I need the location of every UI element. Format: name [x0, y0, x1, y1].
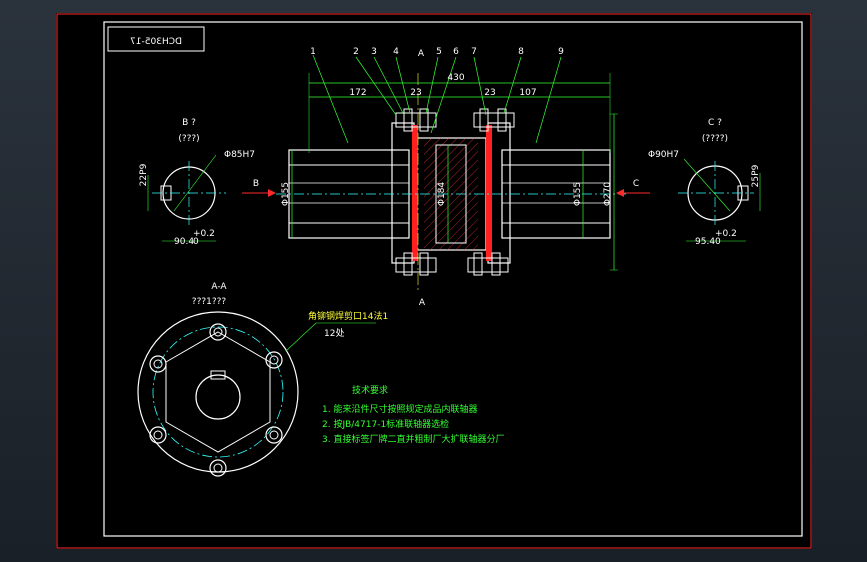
left-diaphragm-pack — [412, 125, 418, 261]
cad-viewport[interactable]: DCH305-17 — [56, 13, 812, 549]
inner-frame — [103, 21, 803, 537]
tech-requirements: 技术要求 1. 能来沿件尺寸按照规定成品内联轴器 2. 按JB/4717-1标准… — [322, 384, 504, 445]
part-number-label: 1 — [310, 47, 316, 57]
part-number-label: 6 — [453, 47, 459, 57]
view-b-subtitle: (???) — [178, 134, 199, 144]
left-flange — [391, 122, 415, 264]
section-aa-title: A-A — [211, 282, 227, 292]
view-c-keyway-depth: 95.4 — [695, 237, 715, 247]
dim-outer-dia: Φ270 — [603, 182, 613, 207]
view-c-bore-fit: Φ90H7 — [648, 150, 679, 160]
view-b-keyway-depth: 90.4 — [174, 237, 194, 247]
part-number-label: 8 — [518, 47, 524, 57]
part-number-label: 3 — [371, 47, 377, 57]
section-mark-top-label: A — [418, 49, 425, 59]
view-b-bore-fit: Φ85H7 — [224, 150, 255, 160]
part-number-label: 5 — [436, 47, 442, 57]
view-arrow-b-label: B — [253, 179, 259, 189]
outer-frame — [56, 13, 812, 549]
dim-gap-right: 23 — [484, 88, 495, 98]
main-section-view — [276, 73, 626, 291]
right-diaphragm-pack — [486, 125, 492, 261]
title-block: DCH305-17 — [107, 26, 205, 52]
section-aa-bolt-circle — [152, 326, 284, 458]
part-number-label: 2 — [353, 47, 359, 57]
horizontal-dimensions: 430 172 23 23 107 — [308, 73, 611, 153]
view-c-subtitle: (????) — [702, 134, 728, 144]
section-aa-view: A-A ???1??? 角铆钢焊剪口14法1 12处 — [137, 282, 388, 477]
view-b-keyway-width: 22P9 — [139, 163, 149, 186]
dim-center-dia: Φ184 — [437, 182, 447, 207]
tech-req-item: 1. 能来沿件尺寸按照规定成品内联轴器 — [322, 403, 477, 415]
dim-right-hub-length: 107 — [519, 88, 536, 98]
section-aa-callout-line1: 角铆钢焊剪口14法1 — [308, 310, 388, 322]
view-arrow-c-label: C — [633, 179, 639, 189]
view-arrow-c: C — [616, 179, 650, 197]
dim-overall-length: 430 — [447, 73, 464, 83]
bolts-bottom — [395, 252, 509, 276]
dim-left-hub-length: 172 — [349, 88, 366, 98]
section-mark-bottom-label: A — [419, 298, 426, 308]
view-c-keyway-tol: +0.2 — [715, 229, 737, 239]
view-b: B ? (???) Φ85H7 22P9 90.4 +0.2 0 — [139, 118, 255, 247]
view-c: C ? (????) Φ90H7 25P9 95.4 +0.2 0 — [648, 118, 761, 247]
section-aa-bolts — [149, 323, 283, 477]
view-b-keyway-tol: +0.2 — [193, 229, 215, 239]
view-c-keyway-width: 25P9 — [751, 164, 761, 187]
part-number-label: 9 — [558, 47, 564, 57]
bolts-top — [395, 108, 515, 132]
section-aa-subtitle: ???1??? — [192, 297, 227, 307]
section-aa-callout-line2: 12处 — [324, 327, 344, 339]
view-c-keyway-tol-low: 0 — [715, 237, 721, 247]
vertical-dimensions: Φ155 Φ184 Φ155 Φ270 — [281, 113, 618, 271]
dim-right-shaft-dia: Φ155 — [573, 182, 583, 206]
dim-gap-left: 23 — [410, 88, 421, 98]
tech-req-item: 2. 按JB/4717-1标准联轴器选检 — [322, 418, 449, 430]
tech-req-heading: 技术要求 — [352, 384, 388, 396]
tech-req-item: 3. 直接标签厂牌二直并粗制厂大扩联轴器分厂 — [322, 433, 504, 445]
section-aa-hex-link — [165, 331, 271, 453]
view-b-title: B ? — [182, 118, 196, 128]
coupling-drawing: DCH305-17 — [56, 13, 812, 549]
view-arrow-b: B — [242, 179, 276, 197]
part-number-labels: 1 2 3 4 A 5 6 7 8 9 — [310, 47, 564, 59]
section-aa-bore — [195, 374, 241, 420]
dim-left-shaft-dia: Φ155 — [281, 182, 291, 206]
view-c-title: C ? — [708, 118, 722, 128]
part-number-label: 4 — [393, 47, 399, 57]
view-b-keyway-tol-low: 0 — [193, 237, 199, 247]
part-number-label: 7 — [471, 47, 477, 57]
part-number-leaders — [312, 54, 562, 144]
title-block-code: DCH305-17 — [130, 37, 182, 47]
